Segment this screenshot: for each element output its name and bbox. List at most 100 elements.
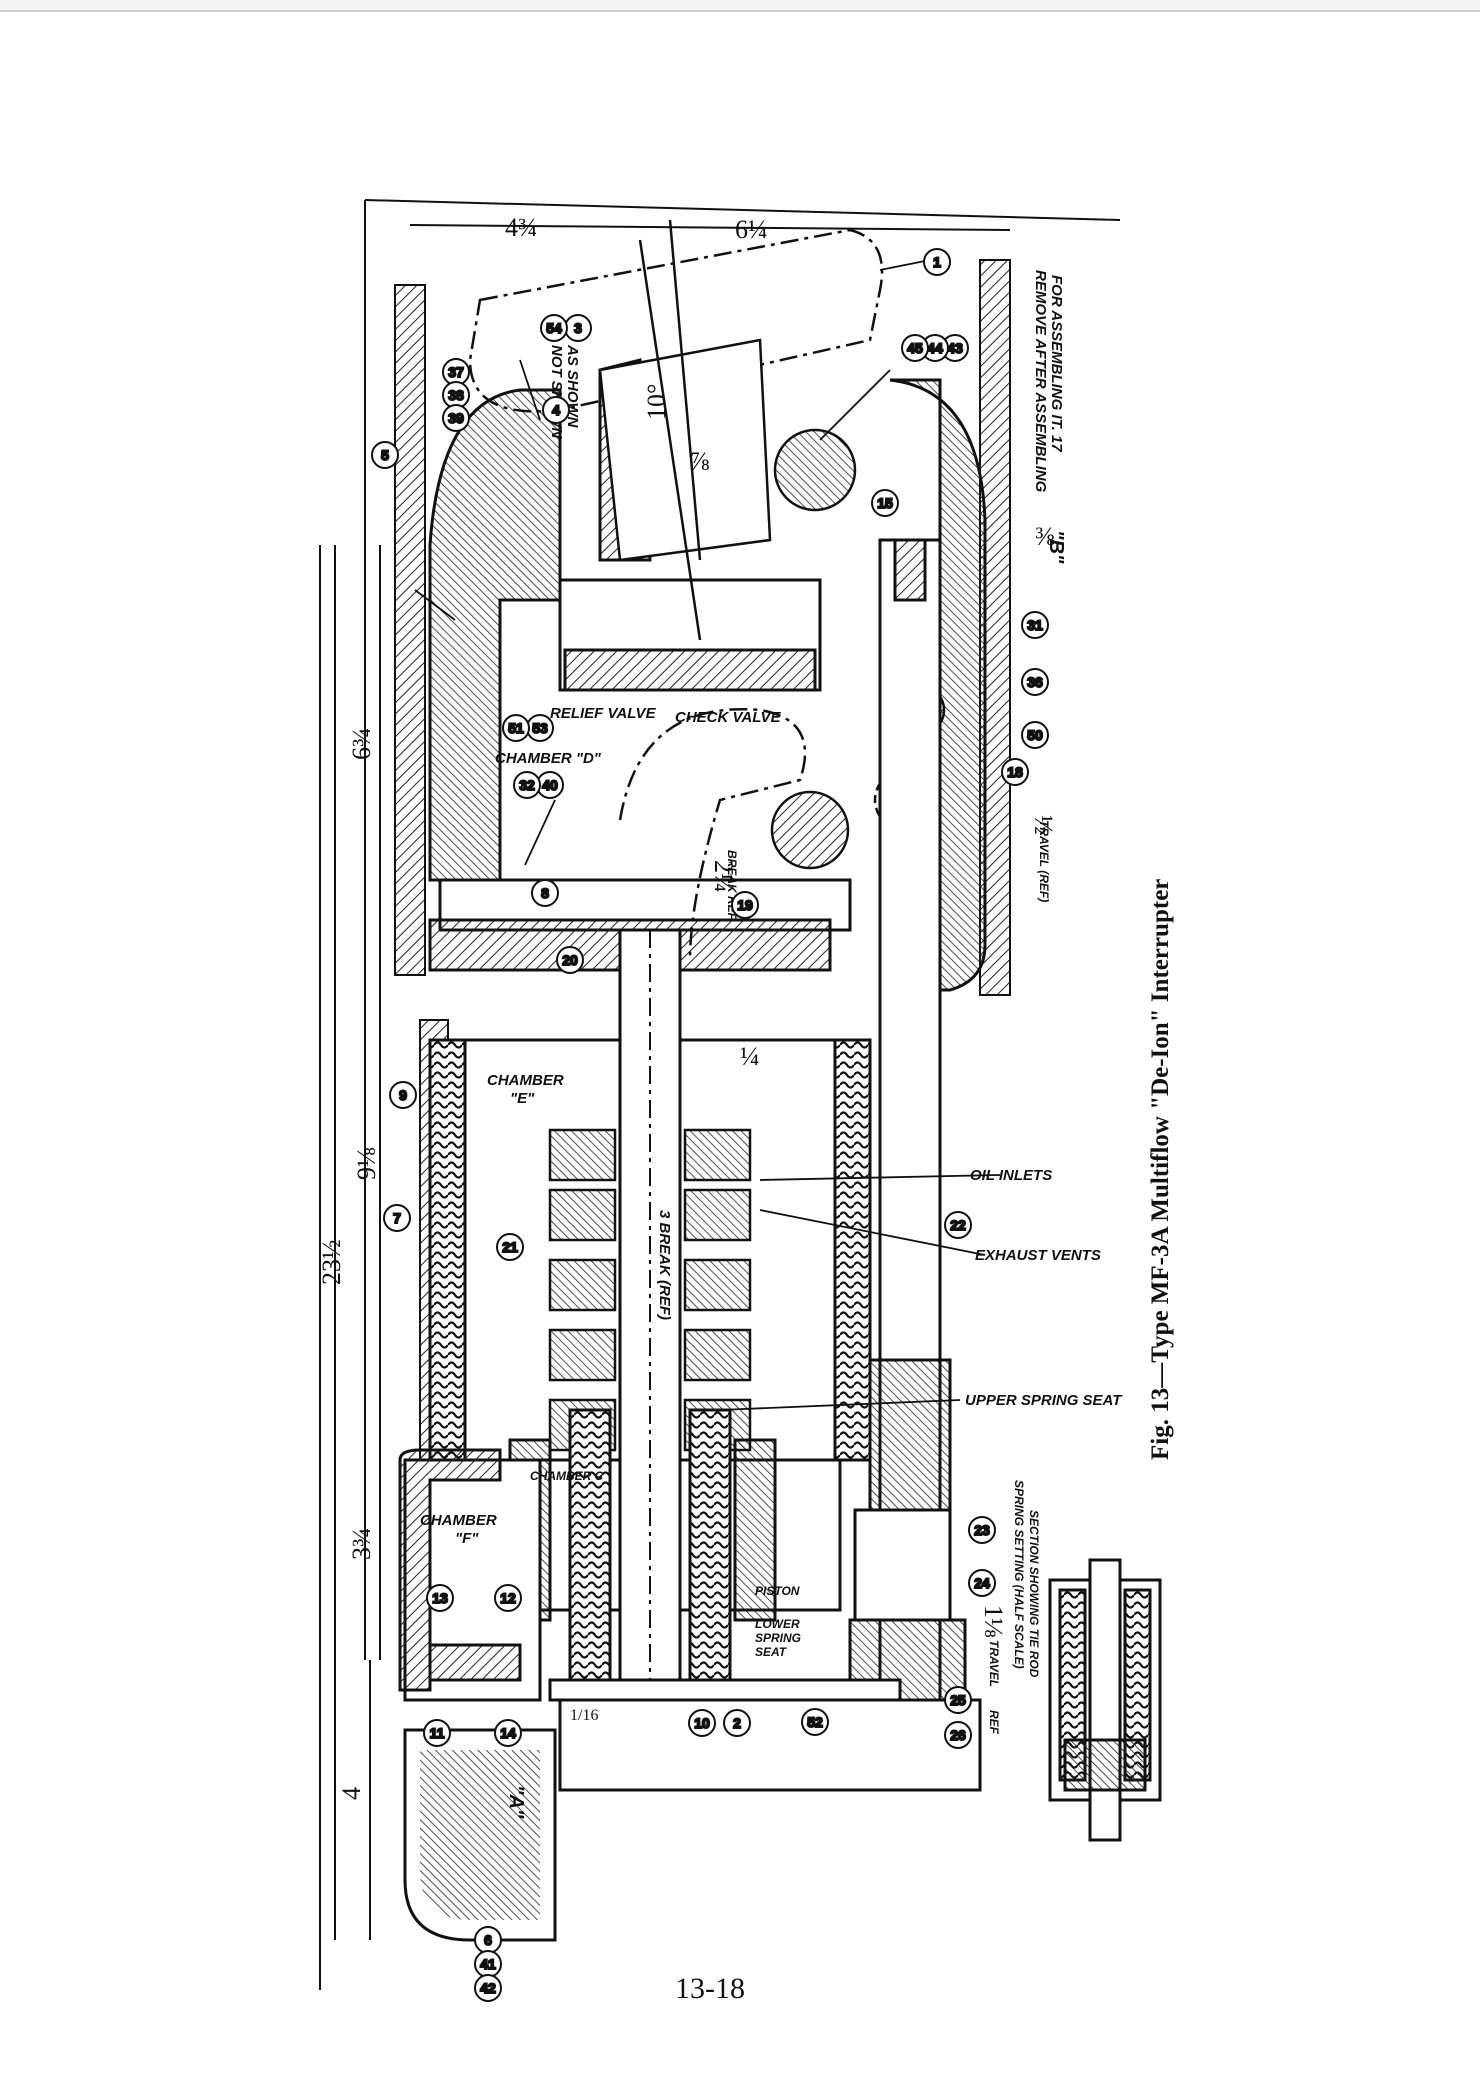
svg-text:13: 13 <box>432 1590 448 1606</box>
label-oil-inlets: OIL INLETS <box>970 1167 1052 1184</box>
svg-text:44: 44 <box>927 340 943 356</box>
callout-43: 43 <box>941 334 969 362</box>
callout-6: 6 <box>474 1926 502 1954</box>
svg-text:5: 5 <box>381 447 389 463</box>
callout-50: 50 <box>1021 721 1049 749</box>
label-travel-ref: TRAVEL (REF) <box>1037 820 1051 902</box>
label-exhaust-vents: EXHAUST VENTS <box>975 1247 1101 1264</box>
callout-3: 3 <box>564 314 592 342</box>
label-chamber-e-2: "E" <box>510 1090 535 1107</box>
label-chamber-e-1: CHAMBER <box>487 1072 564 1089</box>
figure-caption-text: Fig. 13—Type MF-3A Multiflow "De-Ion" In… <box>1147 878 1174 1460</box>
callout-32: 32 <box>513 771 541 799</box>
label-3-break-ref: 3 BREAK (REF) <box>656 1210 673 1320</box>
label-lower-spring-seat-3: SEAT <box>755 1645 788 1659</box>
callout-18: 18 <box>1001 758 1029 786</box>
svg-text:23: 23 <box>974 1522 990 1538</box>
svg-text:31: 31 <box>1027 617 1043 633</box>
svg-text:54: 54 <box>546 320 562 336</box>
label-chamber-f-2: "F" <box>455 1530 479 1547</box>
label-not-shown: NOT SHOWN <box>548 345 565 439</box>
svg-text:19: 19 <box>737 897 753 913</box>
leader-lines <box>414 259 1001 1411</box>
svg-text:7: 7 <box>393 1210 401 1226</box>
label-upper-spring-seat: UPPER SPRING SEAT <box>965 1392 1123 1409</box>
dim-1-4: ¼ <box>740 1042 760 1071</box>
callout-24: 24 <box>968 1569 996 1597</box>
dim-6-1-4: 6¼ <box>735 215 768 244</box>
dim-1-16: 1/16 <box>570 1707 598 1724</box>
callout-10: 10 <box>688 1709 716 1737</box>
label-b-mark: "B" <box>1045 530 1067 564</box>
svg-text:4: 4 <box>552 402 560 418</box>
svg-text:10: 10 <box>694 1715 710 1731</box>
svg-text:2: 2 <box>733 1715 741 1731</box>
callout-53: 53 <box>526 714 554 742</box>
dim-10deg: 10° <box>642 384 671 420</box>
callout-9: 9 <box>389 1081 417 1109</box>
label-piston: PISTON <box>755 1584 800 1598</box>
callout-25: 25 <box>944 1686 972 1714</box>
label-check-valve: CHECK VALVE <box>675 709 782 726</box>
callout-22: 22 <box>944 1211 972 1239</box>
svg-text:22: 22 <box>950 1217 966 1233</box>
svg-text:12: 12 <box>500 1590 516 1606</box>
callout-42: 42 <box>474 1974 502 2002</box>
dim-9-1-8: 9⅛ <box>352 1147 381 1180</box>
dim-23-1-2: 23½ <box>317 1240 346 1286</box>
svg-text:38: 38 <box>448 387 464 403</box>
callout-19: 19 <box>731 891 759 919</box>
callout-31: 31 <box>1021 611 1049 639</box>
dim-7-8: ⅞ <box>690 447 710 476</box>
callout-45: 45 <box>901 334 929 362</box>
callout-12: 12 <box>494 1584 522 1612</box>
svg-text:37: 37 <box>448 364 464 380</box>
svg-text:53: 53 <box>532 720 548 736</box>
interrupter-body <box>428 928 872 1692</box>
callout-21: 21 <box>496 1233 524 1261</box>
dim-4-3-4: 4¾ <box>505 213 538 242</box>
callout-14: 14 <box>494 1719 522 1747</box>
callout-44: 44 <box>921 334 949 362</box>
callout-circles: 1 43 44 45 3 54 4 37 38 39 5 15 31 36 50… <box>371 248 1049 2002</box>
dim-3-8: ⅜ <box>1035 522 1055 551</box>
callout-4: 4 <box>542 396 570 424</box>
callout-5: 5 <box>371 441 399 469</box>
label-ref: REF <box>987 1710 1001 1735</box>
svg-text:45: 45 <box>907 340 923 356</box>
label-lower-spring-seat-1: LOWER <box>755 1617 800 1631</box>
dimension-lines <box>334 224 1011 1940</box>
svg-text:52: 52 <box>807 1714 823 1730</box>
label-remove-after: REMOVE AFTER ASSEMBLING <box>1032 270 1049 493</box>
callout-39: 39 <box>442 404 470 432</box>
callout-23: 23 <box>968 1516 996 1544</box>
svg-text:42: 42 <box>480 1980 496 1996</box>
dim-2-1-4: 2¼ <box>709 860 738 893</box>
bottom-cap <box>398 1448 982 1942</box>
label-section-1: SECTION SHOWING TIE ROD <box>1027 1510 1041 1678</box>
label-lower-spring-seat-2: SPRING <box>755 1631 801 1645</box>
callout-40: 40 <box>536 771 564 799</box>
svg-text:24: 24 <box>974 1575 990 1591</box>
callout-52: 52 <box>801 1708 829 1736</box>
page-top-edge <box>0 0 1480 12</box>
svg-text:32: 32 <box>519 777 535 793</box>
svg-text:51: 51 <box>508 720 524 736</box>
svg-text:21: 21 <box>502 1239 518 1255</box>
callout-11: 11 <box>423 1719 451 1747</box>
callout-15: 15 <box>871 489 899 517</box>
svg-text:18: 18 <box>1007 764 1023 780</box>
callout-13: 13 <box>426 1584 454 1612</box>
callout-37: 37 <box>442 358 470 386</box>
label-chamber-f-1: CHAMBER <box>420 1512 497 1529</box>
svg-text:25: 25 <box>950 1692 966 1708</box>
label-chamber-c: CHAMBER C <box>530 1469 604 1483</box>
svg-text:20: 20 <box>562 952 578 968</box>
dim-3-3-4: 3¾ <box>347 1528 376 1561</box>
label-a-mark: "A" <box>505 1785 527 1819</box>
svg-text:26: 26 <box>950 1727 966 1743</box>
svg-text:50: 50 <box>1027 727 1043 743</box>
label-section-2: SPRING SETTING (HALF SCALE) <box>1012 1480 1026 1669</box>
callout-54: 54 <box>540 314 568 342</box>
callout-1: 1 <box>923 248 951 276</box>
